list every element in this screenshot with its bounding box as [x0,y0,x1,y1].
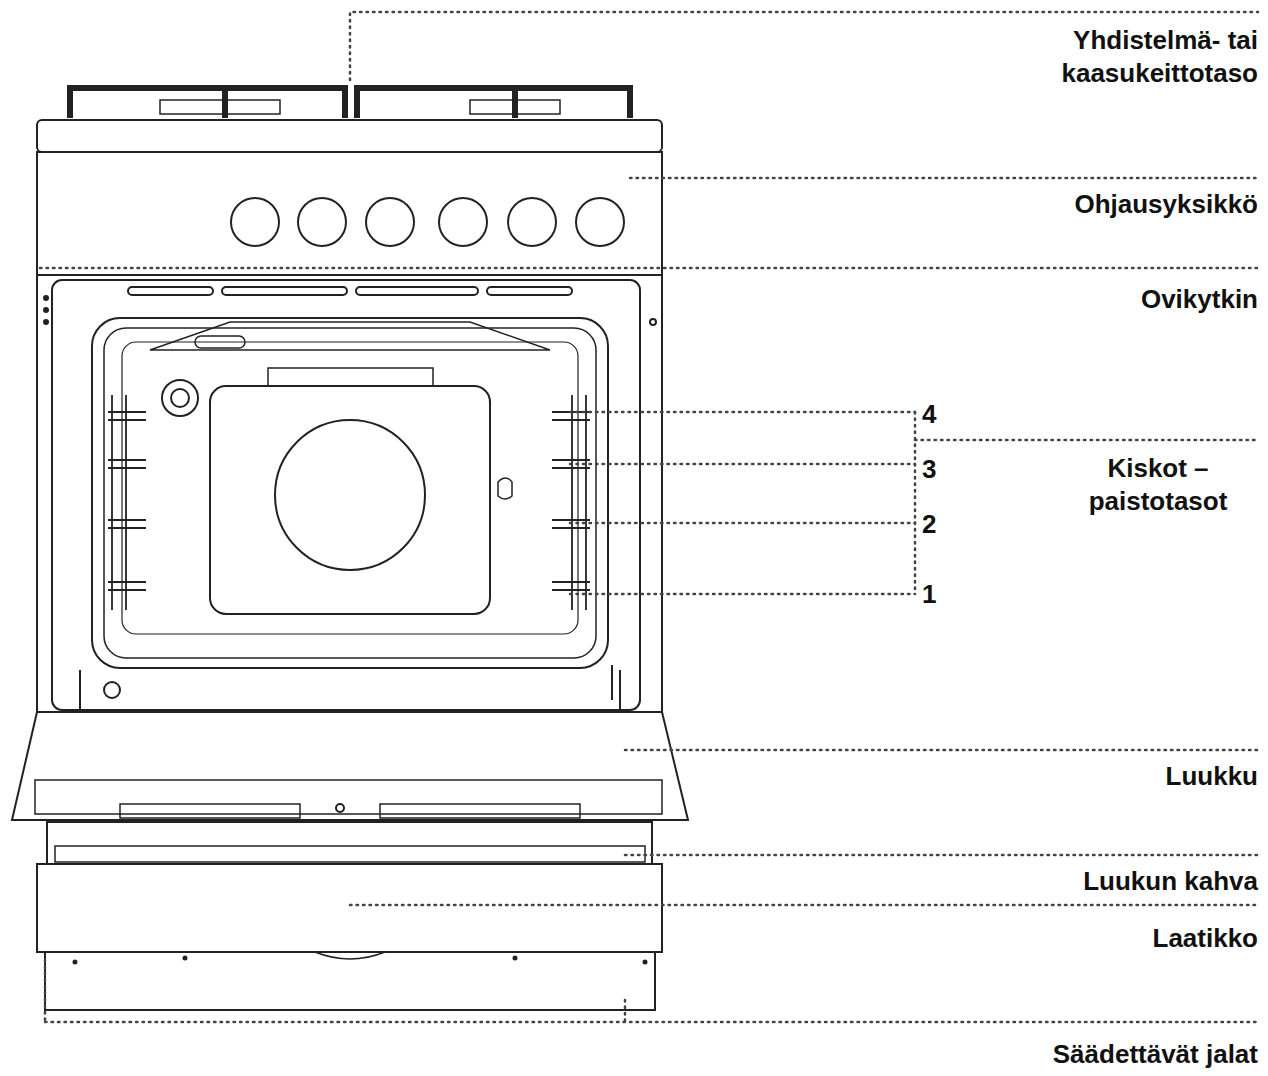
vent-slots [128,287,572,295]
oven-sides [37,275,662,712]
part-label: Luukun kahva [958,865,1258,898]
part-label: Ovikytkin [958,283,1258,316]
callout-number: 3 [922,453,962,486]
oven-opening [52,280,640,710]
part-label: Laatikko [958,922,1258,955]
heating-element [150,322,550,350]
callout-number: 1 [922,578,962,611]
back-panel [210,386,490,614]
oven-cavity [92,318,608,668]
fan-cover [275,420,425,570]
part-label: Ohjausyksikkö [958,188,1258,221]
callout-number: 4 [922,398,962,431]
drawer-plinth [45,952,655,1010]
part-label: Kiskot – paistotasot [1058,452,1258,517]
rails [108,395,590,610]
oven-lamp [162,380,198,416]
cooktop-slab [37,120,662,152]
leader-lines [40,12,1258,1022]
part-label: Luukku [958,760,1258,793]
door-handle [47,822,652,864]
cooktop-grates [70,88,630,118]
drawer-front [37,864,662,952]
callout-number: 2 [922,508,962,541]
control-panel [37,152,662,275]
part-label: Säädettävät jalat [938,1038,1258,1071]
control-knobs [231,198,624,246]
oven-door [12,712,688,820]
part-label: Yhdistelmä- tai kaasukeittotaso [988,24,1258,89]
